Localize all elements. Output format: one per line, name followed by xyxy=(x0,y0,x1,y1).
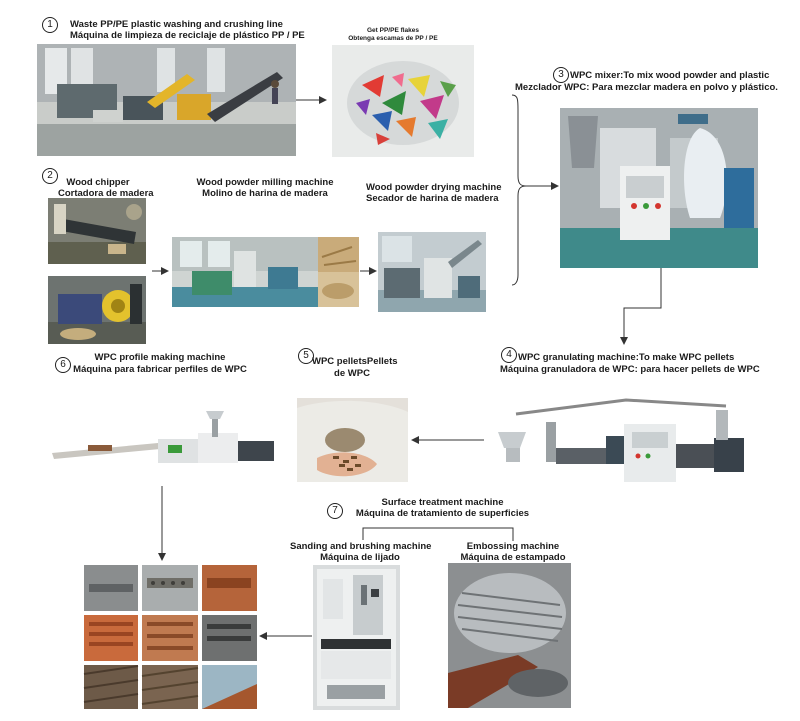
wpc-profile-machine-photo xyxy=(48,405,278,477)
chipper-title-en: Wood chipper xyxy=(66,177,130,188)
step-1-title-es: Máquina de limpieza de reciclaje de plás… xyxy=(70,30,305,41)
wood-powder-drying-photo xyxy=(378,232,486,312)
pellets-title-es: de WPC xyxy=(334,368,370,379)
surface-title-en: Surface treatment machine xyxy=(381,497,504,508)
brace-to-mixer xyxy=(511,94,527,286)
profile-title-en: WPC profile making machine xyxy=(94,352,226,363)
wpc-products-collage xyxy=(83,564,258,710)
step-4-number: 4 xyxy=(501,347,517,363)
flakes-title-en: Get PP/PE flakes xyxy=(366,27,420,34)
arrow-mixer-to-granulator xyxy=(620,268,662,345)
chipper-title-es: Cortadora de madera xyxy=(58,188,154,199)
drying-title-es: Secador de harina de madera xyxy=(366,193,499,204)
step-5-number: 5 xyxy=(298,348,314,364)
embossing-title-en: Embossing machine xyxy=(466,541,560,552)
arrow-surface-split xyxy=(362,527,514,541)
flakes-title-es: Obtenga escamas de PP / PE xyxy=(348,35,438,42)
drying-title-en: Wood powder drying machine xyxy=(366,182,502,193)
embossing-machine-photo xyxy=(448,563,571,708)
sanding-title-en: Sanding and brushing machine xyxy=(290,541,432,552)
embossing-title-es: Máquina de estampado xyxy=(460,552,566,563)
step-1-title-en: Waste PP/PE plastic washing and crushing… xyxy=(70,19,283,30)
washing-line-photo xyxy=(37,44,296,156)
step-7-number: 7 xyxy=(327,503,343,519)
step-2-number: 2 xyxy=(42,168,58,184)
profile-title-es: Máquina para fabricar perfiles de WPC xyxy=(73,364,247,375)
step-1-number: 1 xyxy=(42,17,58,33)
sanding-title-es: Máquina de lijado xyxy=(320,552,400,563)
mixer-title-en: WPC mixer:To mix wood powder and plastic xyxy=(570,70,770,81)
granulator-title-es: Máquina granuladora de WPC: para hacer p… xyxy=(500,364,760,375)
step-3-number: 3 xyxy=(553,67,569,83)
wpc-granulating-machine-photo xyxy=(486,392,751,490)
milling-title-en: Wood powder milling machine xyxy=(196,177,334,188)
wood-chipper-photo-2 xyxy=(48,276,146,344)
surface-title-es: Máquina de tratamiento de superficies xyxy=(355,508,530,519)
step-6-number: 6 xyxy=(55,357,71,373)
wood-powder-milling-photo xyxy=(172,237,359,307)
wpc-pellets-photo xyxy=(297,398,408,482)
mixer-title-es: Mezclador WPC: Para mezclar madera en po… xyxy=(515,82,778,93)
pp-flakes-photo xyxy=(332,45,474,157)
granulator-title-en: WPC granulating machine:To make WPC pell… xyxy=(518,352,735,363)
pellets-title-en: WPC pelletsPellets xyxy=(312,356,398,367)
wpc-mixer-photo xyxy=(560,108,758,268)
wood-chipper-photo-1 xyxy=(48,198,146,264)
milling-title-es: Molino de harina de madera xyxy=(202,188,328,199)
sanding-brushing-machine-photo xyxy=(313,565,400,710)
